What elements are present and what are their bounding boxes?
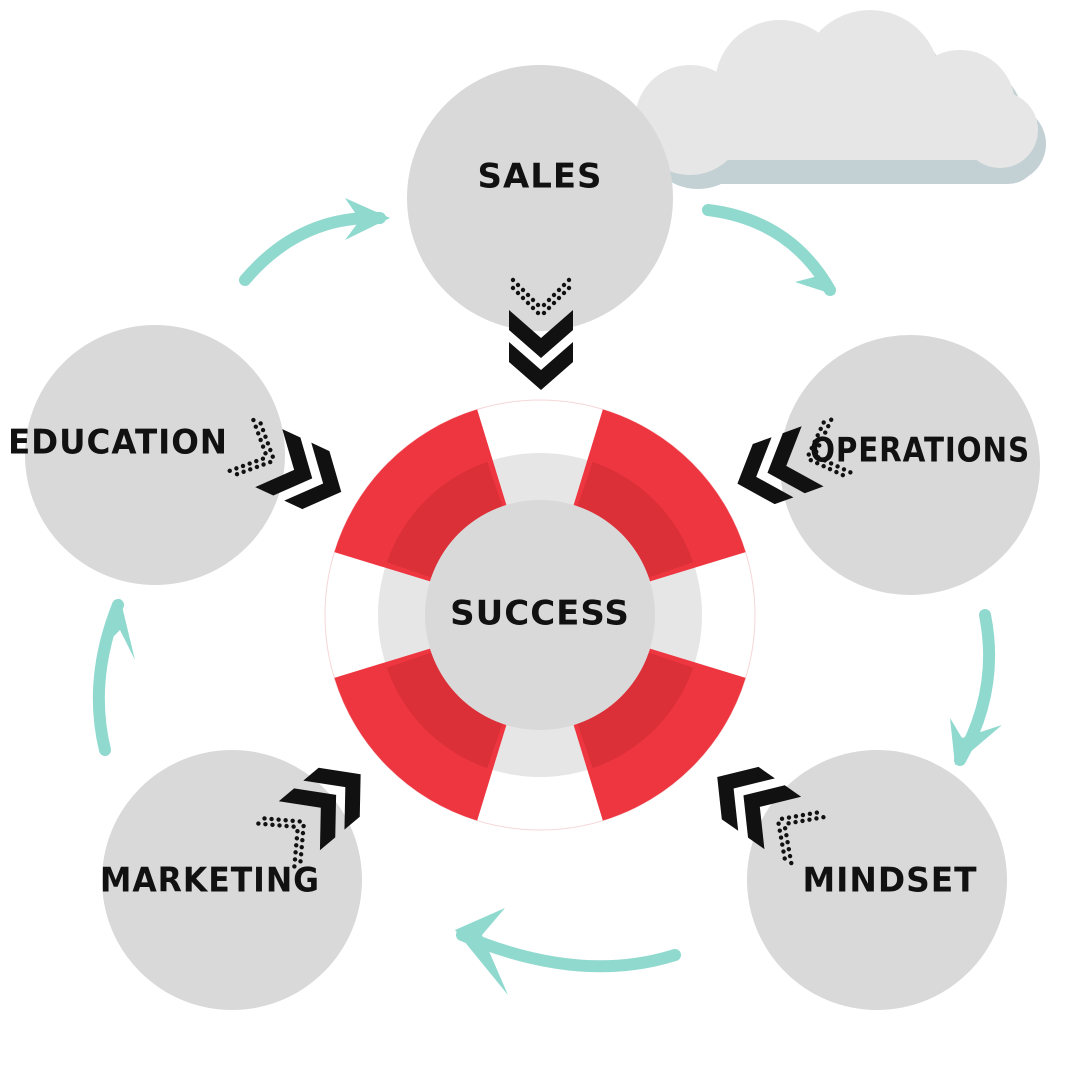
- node-circle: [780, 335, 1040, 595]
- lifebuoy-red-segment-inner: [577, 461, 694, 578]
- node-circle: [747, 750, 1007, 1010]
- node-label: SALES: [478, 157, 603, 197]
- node-circle: [407, 65, 673, 331]
- cloud-icon: [630, 10, 1046, 189]
- node-sales: SALES: [407, 65, 673, 331]
- chevron-icon-operations: [737, 417, 853, 505]
- lifebuoy-red-segment-inner: [386, 461, 503, 578]
- center-circle: [425, 500, 655, 730]
- lifebuoy: SUCCESS: [324, 399, 756, 831]
- node-label: EDUCATION: [8, 423, 228, 463]
- node-circle: [25, 325, 285, 585]
- lifebuoy-red-segment: [573, 409, 746, 582]
- arrowheads: [100, 198, 1002, 995]
- center-label: SUCCESS: [450, 594, 630, 634]
- chevron-icon-sales: [509, 277, 573, 390]
- node-marketing: MARKETING: [100, 750, 362, 1010]
- lifebuoy-red-segment: [334, 409, 507, 582]
- lifebuoy-red-segment: [573, 648, 746, 821]
- lifebuoy-red-segment-inner: [577, 652, 694, 769]
- node-label: MINDSET: [803, 861, 978, 901]
- arrow-mindset-to-marketing: [456, 929, 681, 973]
- node-circle: [102, 750, 362, 1010]
- node-label: MARKETING: [100, 861, 320, 901]
- chevron-icon-marketing: [256, 767, 361, 869]
- lifebuoy-red-segment: [334, 648, 507, 821]
- chevron-icon-mindset: [717, 766, 826, 866]
- node-education: EDUCATION: [8, 325, 285, 585]
- chevron-icon-education: [227, 417, 342, 510]
- node-operations: OPERATIONS: [780, 335, 1040, 595]
- node-label: OPERATIONS: [810, 431, 1030, 471]
- node-mindset: MINDSET: [747, 750, 1007, 1010]
- lifebuoy-red-segment-inner: [386, 652, 503, 769]
